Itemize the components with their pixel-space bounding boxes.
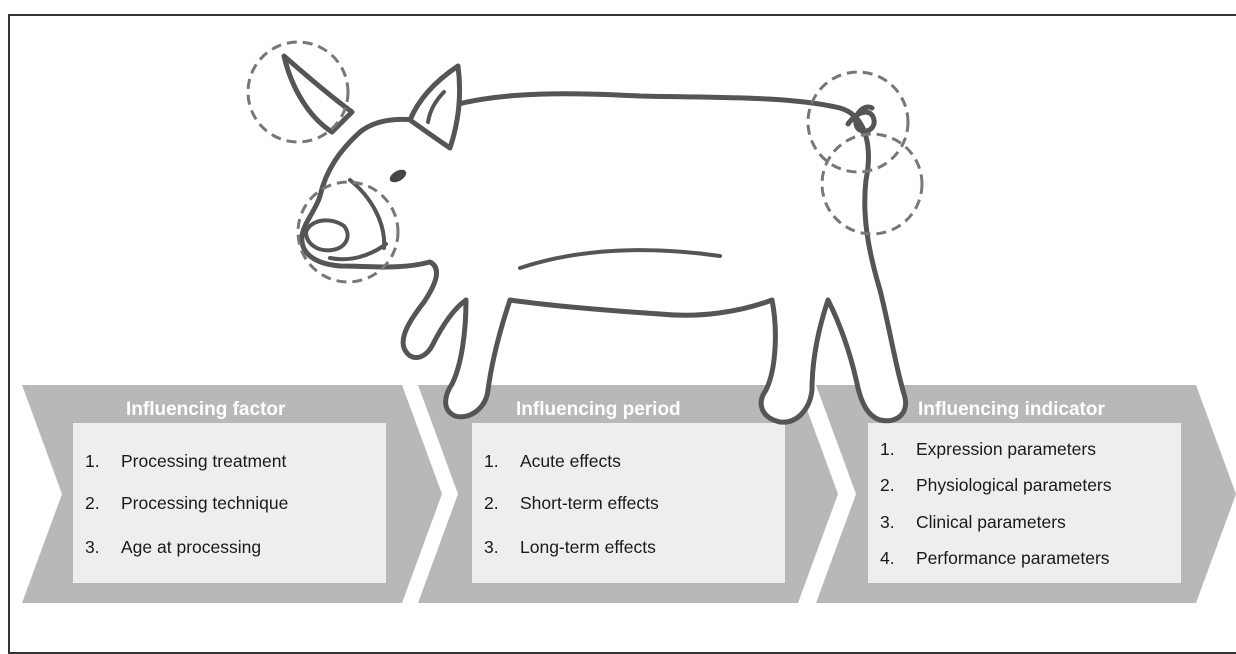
pig-body xyxy=(302,94,906,422)
pig-illustration xyxy=(0,0,1236,635)
